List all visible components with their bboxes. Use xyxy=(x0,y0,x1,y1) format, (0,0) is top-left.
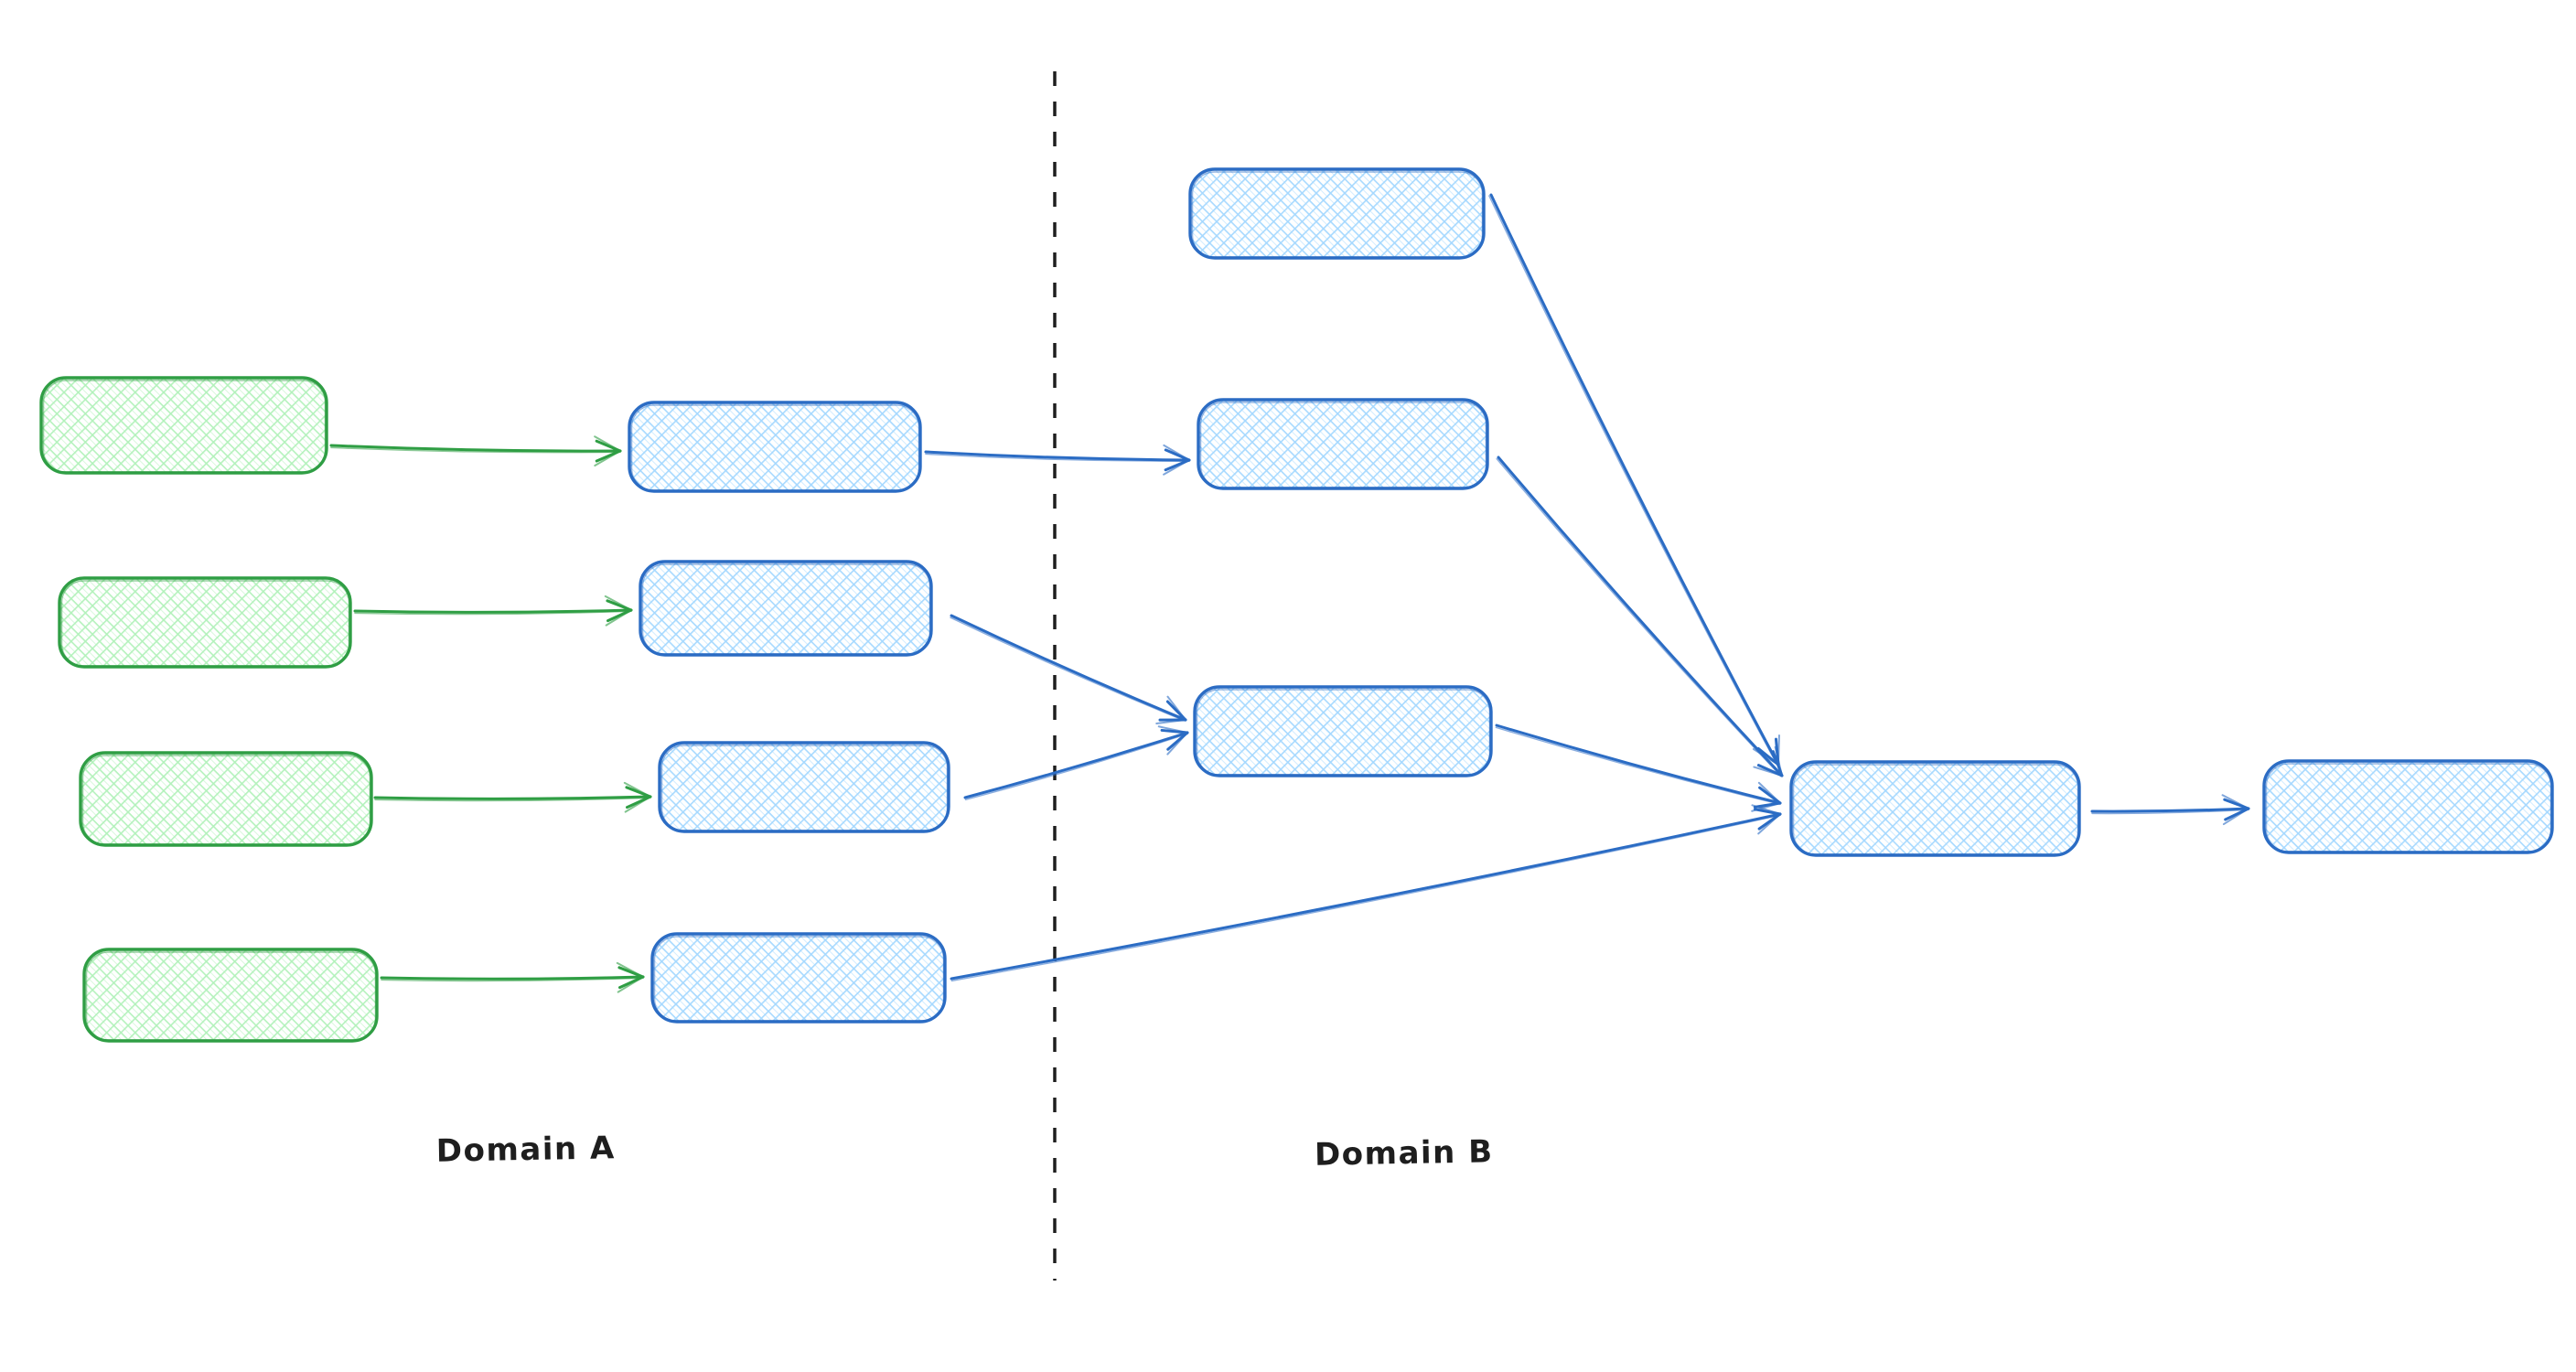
arrow-hub-out xyxy=(2090,794,2250,826)
node-hub xyxy=(1789,760,2081,857)
node-out xyxy=(2262,759,2554,854)
node-g3 xyxy=(79,751,373,847)
node-a1 xyxy=(628,401,922,493)
arrow-g3-a3 xyxy=(373,781,652,813)
node-b3 xyxy=(1193,685,1493,777)
arrow-b3-hub xyxy=(1495,724,1782,812)
label-domain-b: Domain B xyxy=(1315,1133,1494,1173)
node-a3 xyxy=(658,741,950,833)
node-b2 xyxy=(1197,398,1489,490)
arrow-a4-hub xyxy=(950,804,1782,982)
arrow-b1-hub xyxy=(1488,193,1780,766)
arrow-a1-b2 xyxy=(924,444,1191,476)
arrow-g2-a2 xyxy=(353,595,633,627)
label-domain-a: Domain A xyxy=(435,1130,616,1169)
arrow-g4-a4 xyxy=(380,961,645,993)
arrow-b2-hub xyxy=(1496,456,1784,777)
arrow-a3-b3 xyxy=(963,725,1189,801)
node-g4 xyxy=(82,948,379,1043)
node-a4 xyxy=(650,932,947,1024)
node-a2 xyxy=(639,560,933,657)
node-g2 xyxy=(58,576,352,669)
arrow-a2-b3 xyxy=(950,614,1187,724)
node-b1 xyxy=(1188,167,1486,260)
node-g1 xyxy=(39,376,328,475)
arrow-g1-a1 xyxy=(329,435,622,467)
